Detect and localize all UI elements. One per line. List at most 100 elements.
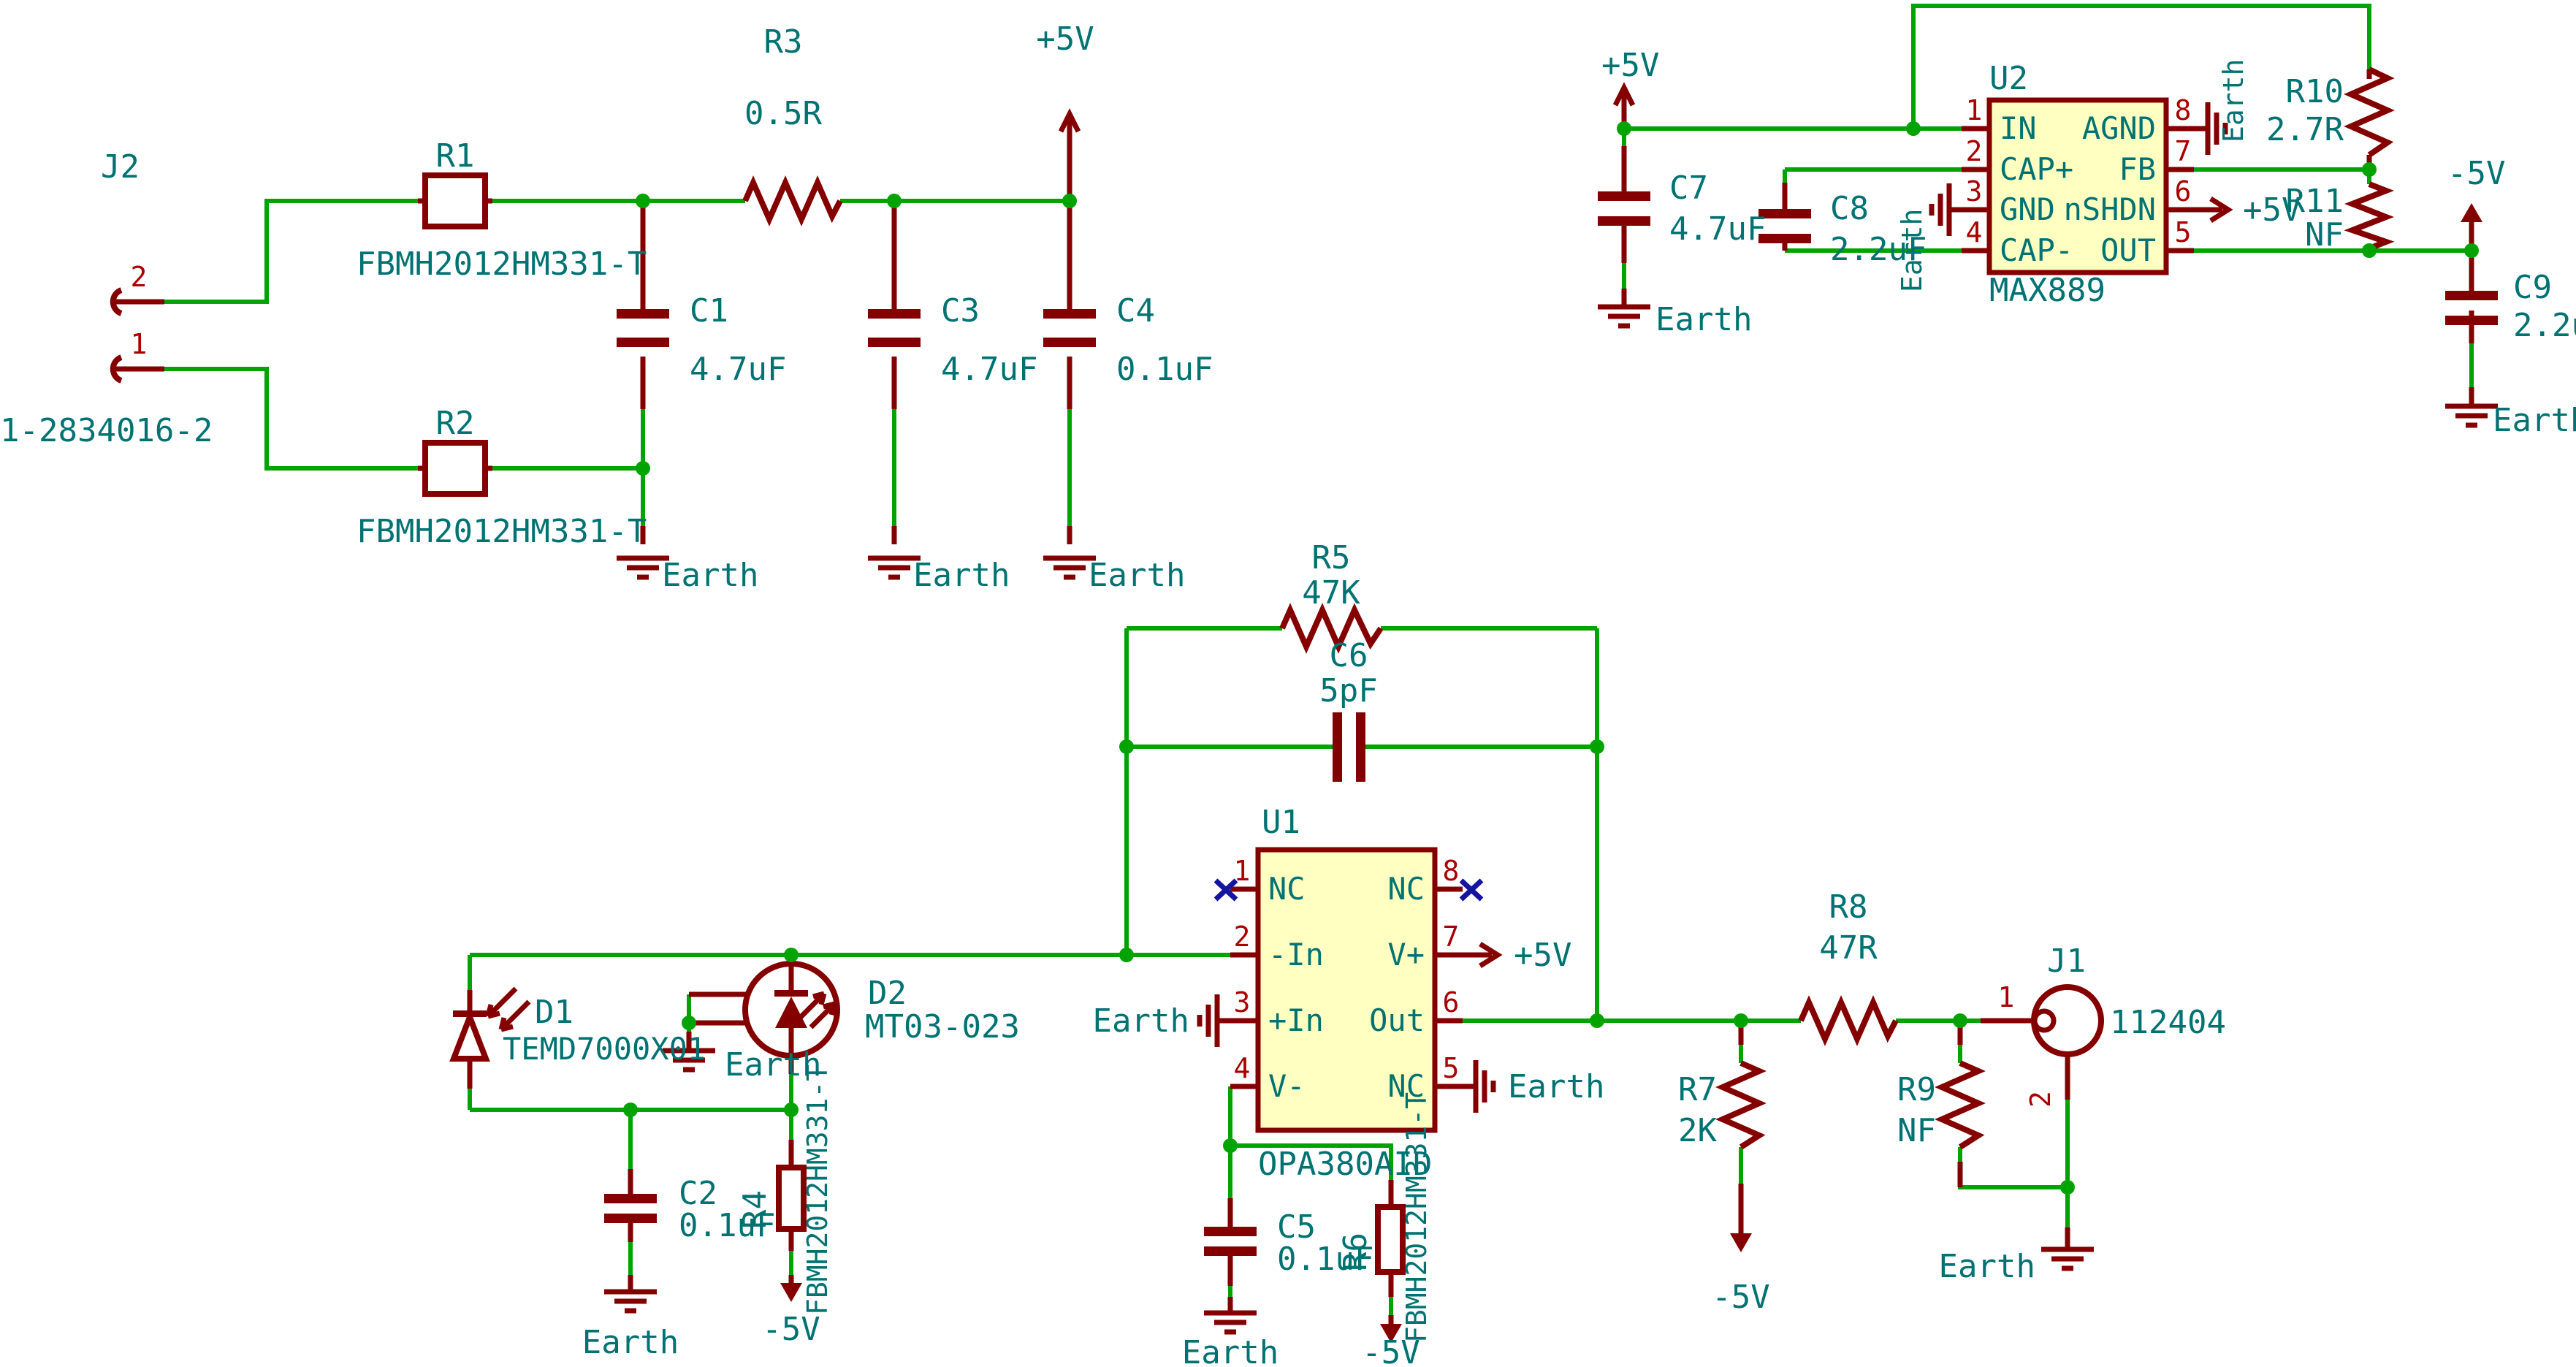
d1-ref: D1 [535, 994, 573, 1031]
p5v-label: +5V [1601, 47, 1659, 84]
earth-ground-rotated-icon [1197, 994, 1496, 1113]
capacitor-c5-symbol[interactable] [1204, 1227, 1257, 1256]
resistor-r7-symbol[interactable] [1715, 1060, 1767, 1150]
resistor-r4-symbol[interactable] [776, 1165, 807, 1232]
earth-label: Earth [1508, 1068, 1604, 1105]
earth-label: Earth [582, 1324, 679, 1361]
u1-pin-vminus: V- [1268, 1068, 1306, 1104]
c9-value: 2.2uF [2513, 307, 2576, 344]
c6-value: 5pF [1319, 672, 1377, 709]
c5-ref: C5 [1277, 1208, 1316, 1246]
u2-pin-cap-minus: CAP- [2000, 232, 2073, 268]
u1-pin-minus-in: -In [1268, 937, 1324, 972]
n5v-label: -5V [2447, 155, 2505, 192]
c4-value: 0.1uF [1116, 351, 1213, 388]
j1-ref: J1 [2047, 943, 2086, 980]
r11-ref: R11 [2286, 183, 2344, 220]
u1-pin6-number: 6 [1443, 986, 1460, 1018]
no-connect-x-icon [1213, 878, 1484, 902]
u2-pin-in: IN [2000, 110, 2037, 146]
r1-value: FBMH2012HM331-T [357, 245, 647, 283]
earth-ground-icon [663, 1048, 715, 1073]
earth-label-rotated: Earth [2217, 59, 2249, 142]
u1-pin-vplus: V+ [1387, 937, 1425, 972]
u1-pin7-number: 7 [1443, 921, 1460, 953]
ic-u2-max889-symbol[interactable] [1986, 97, 2169, 275]
resistor-r11-symbol[interactable] [2344, 181, 2395, 251]
resistor-r3-symbol[interactable] [742, 175, 843, 226]
r6-value: FBMH2012HM331-T [1401, 1092, 1433, 1343]
c4-ref: C4 [1116, 292, 1155, 330]
earth-ground-icon [617, 555, 1096, 580]
resistor-r5-symbol[interactable] [1279, 603, 1384, 654]
u1-pin8-number: 8 [1443, 855, 1460, 887]
resistor-r6-symbol[interactable] [1375, 1204, 1406, 1275]
u2-pin6-number: 6 [2175, 175, 2192, 207]
resistor-r10-symbol[interactable] [2344, 66, 2395, 158]
power-n5v-arrow-icon [1380, 1324, 1402, 1343]
u1-pin-nc8: NC [1387, 871, 1425, 907]
r6-ref: R6 [1337, 1233, 1374, 1271]
earth-ground-icon [604, 1289, 657, 1314]
u1-pin-out: Out [1369, 1002, 1425, 1038]
earth-label: Earth [662, 557, 758, 594]
pin-stubs [114, 69, 2474, 1324]
earth-label: Earth [1089, 557, 1185, 594]
c9-ref: C9 [2513, 269, 2552, 306]
u2-pin7-number: 7 [2175, 135, 2192, 167]
capacitor-c7-symbol[interactable] [1598, 191, 1650, 226]
u2-ref: U2 [1989, 60, 2028, 97]
photodiode-d1-symbol[interactable] [449, 986, 531, 1062]
resistor-r9-symbol[interactable] [1935, 1060, 1986, 1150]
p5v-label: +5V [2243, 191, 2301, 229]
u2-value: MAX889 [1989, 272, 2106, 309]
capacitor-c9-symbol[interactable] [2445, 291, 2498, 325]
u2-pin1-number: 1 [1966, 94, 1983, 126]
u2-pin3-number: 3 [1966, 175, 1983, 207]
capacitor-c8-symbol[interactable] [1758, 209, 1811, 243]
r5-value: 47K [1302, 574, 1360, 612]
c7-value: 4.7uF [1669, 210, 1766, 248]
connector-j1-symbol[interactable] [2031, 984, 2104, 1057]
n5v-label: -5V [1712, 1279, 1769, 1316]
r8-value: 47R [1819, 929, 1878, 967]
r8-ref: R8 [1829, 888, 1868, 926]
d2-value: MT03-023 [865, 1008, 1020, 1046]
earth-label: Earth [1182, 1334, 1279, 1367]
u2-pin-gnd: GND [2000, 191, 2055, 227]
capacitor-c6-symbol[interactable] [1333, 712, 1365, 782]
r9-ref: R9 [1897, 1071, 1936, 1108]
earth-ground-icon [2041, 1246, 2094, 1271]
resistor-r1-symbol[interactable] [422, 172, 488, 229]
c7-ref: C7 [1669, 170, 1708, 207]
r4-ref: R4 [736, 1190, 774, 1229]
r7-value: 2K [1678, 1112, 1717, 1149]
led-d2-symbol[interactable] [742, 961, 840, 1059]
u1-pin-nc5: NC [1387, 1068, 1425, 1104]
power-n5v-arrow-icon [1730, 1233, 1752, 1252]
u1-pin4-number: 4 [1234, 1052, 1251, 1084]
capacitor-c4-symbol[interactable] [1043, 309, 1096, 347]
r7-ref: R7 [1678, 1071, 1717, 1108]
resistor-r8-symbol[interactable] [1798, 995, 1899, 1046]
capacitor-c1-symbol[interactable] [617, 309, 669, 347]
r3-value: 0.5R [744, 95, 822, 132]
earth-label-rotated: Earth [1896, 209, 1928, 292]
j2-pin1-number: 1 [131, 328, 148, 360]
ic-u1-opa380-symbol[interactable] [1255, 847, 1438, 1133]
power-n5v-arrow-icon [780, 1283, 802, 1302]
capacitor-c3-symbol[interactable] [868, 309, 921, 347]
resistor-r2-symbol[interactable] [422, 440, 488, 497]
c6-ref: C6 [1330, 637, 1368, 674]
earth-ground-rotated-icon [1929, 102, 2228, 236]
u2-pin-cap-plus: CAP+ [2000, 151, 2073, 187]
capacitor-c2-symbol[interactable] [604, 1194, 657, 1223]
d1-value: TEMD7000X01 [503, 1031, 706, 1067]
c5-value: 0.1uF [1277, 1241, 1373, 1278]
earth-ground-icon [1598, 304, 2498, 428]
connector-j2-symbol[interactable] [110, 287, 123, 384]
global-label-arrow-icon [2194, 197, 2233, 223]
n5v-label: -5V [1362, 1334, 1420, 1367]
